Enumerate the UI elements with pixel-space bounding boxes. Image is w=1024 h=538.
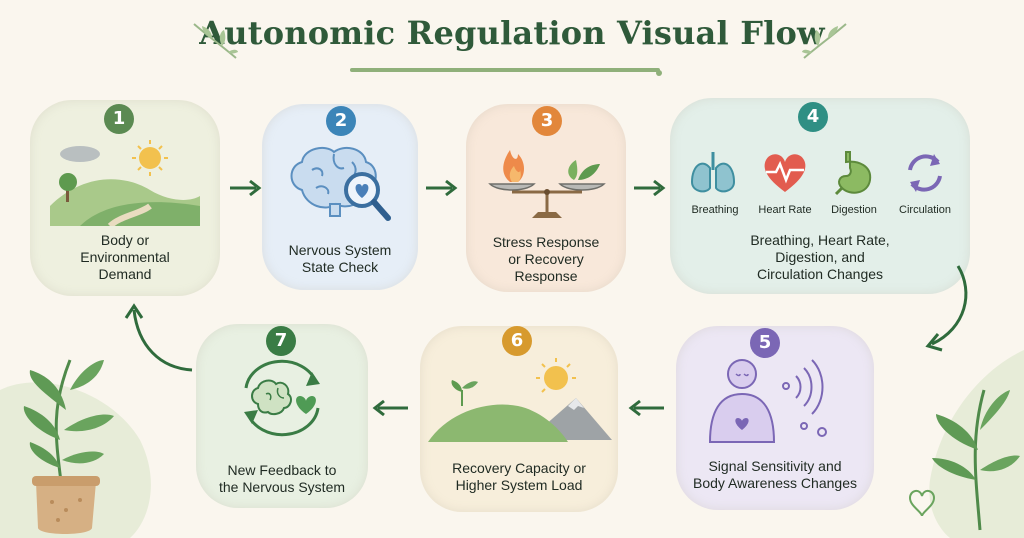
step-number-badge-6: 6: [502, 326, 532, 356]
step-label-6: Recovery Capacity or Higher System Load: [430, 460, 608, 494]
step-label-1-line-1: Body or: [100, 232, 150, 248]
right-sprig-icon: [802, 23, 847, 59]
circulation-icon: [908, 154, 942, 192]
page-title: Autonomic Regulation Visual Flow: [199, 14, 825, 52]
brain-magnifier-icon: [290, 146, 391, 221]
step-label-7-line-2: the Nervous System: [218, 479, 346, 495]
step-label-1-line-3: Demand: [98, 266, 152, 282]
step-label-4-line-1: Breathing, Heart Rate,: [750, 232, 890, 248]
step-card-4: [670, 98, 970, 294]
sub-label-heart-rate: Heart Rate: [758, 204, 812, 216]
body-awareness-icon: [708, 359, 827, 443]
step-label-1: Body or Environmental Demand: [45, 232, 205, 283]
step-number-badge-2: 2: [326, 106, 356, 136]
step-label-3-line-2: or Recovery: [508, 251, 584, 267]
step-number-badge-1: 1: [104, 104, 134, 134]
step-label-4-line-2: Digestion, and: [775, 249, 865, 265]
step-label-4: Breathing, Heart Rate, Digestion, and Ci…: [720, 232, 920, 283]
landscape-sun-icon: [50, 140, 200, 226]
step-label-4-line-3: Circulation Changes: [756, 266, 884, 282]
step-number-badge-7: 7: [266, 326, 296, 356]
arrow-6-to-7-icon: [372, 399, 408, 417]
step-label-2: Nervous System State Check: [270, 242, 410, 276]
step-label-1-line-2: Environmental: [80, 249, 170, 265]
sub-label-circulation: Circulation: [899, 204, 951, 216]
step-label-6-line-2: Higher System Load: [455, 477, 583, 493]
title-underline: [350, 68, 660, 72]
step-label-3-line-3: Response: [514, 268, 578, 284]
arrow-1-to-2-icon: [230, 179, 262, 197]
step-label-6-line-1: Recovery Capacity or: [452, 460, 586, 476]
digestion-icon: [834, 151, 872, 196]
right-plant-icon: [908, 350, 1024, 538]
step-number-badge-3: 3: [532, 106, 562, 136]
step-label-7: New Feedback to the Nervous System: [206, 462, 358, 496]
step-number-badge-4: 4: [798, 102, 828, 132]
step-label-2-line-2: State Check: [301, 259, 379, 275]
step-card-5: [676, 326, 874, 510]
title-dot: [656, 70, 662, 76]
hills-sun-icon: [428, 358, 612, 442]
sub-label-breathing: Breathing: [691, 204, 739, 216]
arrow-3-to-4-icon: [634, 179, 666, 197]
arrow-7-to-1-icon: [124, 303, 193, 372]
sub-label-digestion: Digestion: [831, 204, 877, 216]
step-label-5-line-1: Signal Sensitivity and: [708, 458, 842, 474]
step-label-7-line-1: New Feedback to: [227, 462, 337, 478]
left-sprig-icon: [193, 23, 238, 59]
step-label-3: Stress Response or Recovery Response: [472, 234, 620, 285]
lungs-icon: [690, 152, 736, 193]
step-label-2-line-1: Nervous System: [288, 242, 392, 258]
step-label-3-line-1: Stress Response: [492, 234, 600, 250]
step-label-5: Signal Sensitivity and Body Awareness Ch…: [686, 458, 864, 492]
feedback-cycle-icon: [244, 359, 320, 437]
arrow-2-to-3-icon: [426, 179, 458, 197]
heart-rate-icon: [764, 154, 806, 192]
step-number-badge-5: 5: [750, 328, 780, 358]
step-label-5-line-2: Body Awareness Changes: [693, 475, 857, 491]
potted-plant-icon: [0, 359, 151, 538]
arrow-4-to-5-icon: [925, 265, 968, 352]
arrow-5-to-6-icon: [628, 399, 664, 417]
balance-scale-icon: [488, 150, 606, 218]
